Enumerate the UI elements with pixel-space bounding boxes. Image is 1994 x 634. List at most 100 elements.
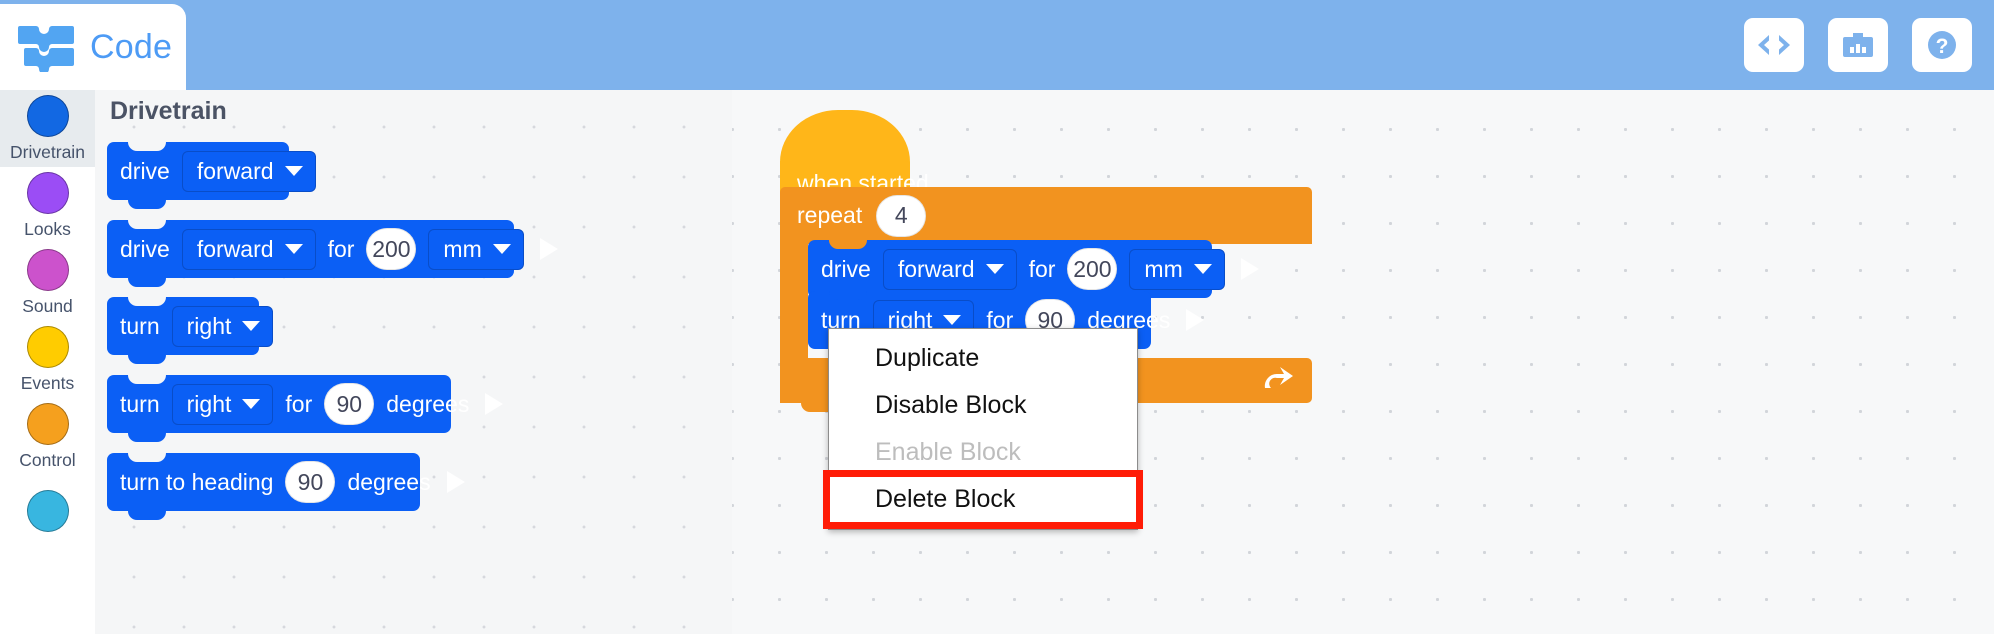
code-logo-tab[interactable]: Code [0,4,186,90]
block-word-degrees: degrees [386,390,470,417]
block-word-turn: turn [120,390,160,417]
question-mark-icon: ? [1925,28,1959,62]
sound-color-dot [26,248,69,291]
block-word-drive: drive [120,235,170,262]
palette-block-turn[interactable]: turn right [107,297,274,364]
chevron-down-icon [242,321,261,331]
block-word-for: for [285,390,313,417]
sidebar-item-drivetrain[interactable]: Drivetrain [0,90,95,167]
sidebar-item-label: Drivetrain [10,141,85,162]
block-notch-top [829,291,867,300]
direction-dropdown[interactable]: forward [882,248,1017,290]
dropdown-value: mm [1144,255,1183,282]
block-word-degrees: degrees [347,468,431,495]
block-palette[interactable]: Drivetrain drive forward drive forward f… [95,90,732,634]
context-menu-item-delete-block[interactable]: Delete Block [823,470,1143,529]
block-notch-bottom [128,355,166,364]
block-notch-bottom [128,200,166,209]
dropdown-value: forward [196,157,274,184]
palette-block-turn-to-heading[interactable]: turn to heading 90 degrees [107,453,465,520]
sidebar-item-sensing[interactable] [0,475,95,552]
chevron-down-icon [492,244,511,254]
direction-dropdown[interactable]: forward [181,228,316,270]
events-color-dot [26,325,69,368]
distance-input[interactable]: 200 [366,228,417,270]
direction-dropdown[interactable]: right [171,383,274,425]
repeat-arm [780,244,808,358]
help-button[interactable]: ? [1912,18,1972,72]
angle-input[interactable]: 90 [324,383,375,425]
context-menu-item-disable-block[interactable]: Disable Block [875,391,1027,419]
block-word-for: for [1028,255,1056,282]
block-notch-top [829,240,867,249]
play-icon[interactable] [539,238,558,260]
block-word-for: for [327,235,355,262]
looks-color-dot [26,171,69,214]
heading-input[interactable]: 90 [285,461,336,503]
block-notch-bottom [128,278,166,287]
play-icon[interactable] [485,393,504,415]
unit-dropdown[interactable]: mm [1129,248,1225,290]
block-notch-top [128,453,166,462]
block-notch-bottom [128,511,166,520]
sidebar-item-control[interactable]: Control [0,398,95,475]
sidebar-item-sound[interactable]: Sound [0,244,95,321]
palette-block-turn-for[interactable]: turn right for 90 degrees [107,375,504,442]
dropdown-value: right [186,390,232,417]
play-icon[interactable] [1186,309,1205,331]
sensing-color-dot [26,490,69,532]
block-word-drive: drive [120,157,170,184]
play-icon[interactable] [446,471,465,493]
context-menu-item-enable-block: Enable Block [875,438,1021,466]
sidebar-item-label: Looks [24,218,71,239]
header-toolbar: ? [1744,18,1972,72]
block-word-drive: drive [821,255,871,282]
drivetrain-color-dot [26,94,69,137]
palette-category-title: Drivetrain [110,97,227,125]
repeat-header[interactable]: repeat 4 [780,187,1312,244]
chevron-down-icon [943,315,962,325]
unit-dropdown[interactable]: mm [428,228,524,270]
direction-dropdown[interactable]: forward [181,150,316,192]
block-notch-bottom [801,403,839,412]
dropdown-value: mm [443,235,482,262]
app-header: Code [0,0,1994,90]
block-notch-top [128,297,166,306]
repeat-label: repeat [797,202,863,228]
direction-dropdown[interactable]: right [171,305,274,347]
block-notch-top [128,375,166,384]
sidebar-item-label: Control [19,449,76,470]
code-view-button[interactable] [1744,18,1804,72]
category-sidebar: Drivetrain Looks Sound Events Control [0,90,95,634]
block-notch-bottom [128,433,166,442]
palette-block-drive[interactable]: drive forward [107,142,316,209]
sidebar-item-looks[interactable]: Looks [0,167,95,244]
sidebar-item-label: Events [20,372,75,393]
sidebar-item-label: Sound [22,295,73,316]
code-workspace[interactable]: when started repeat 4 drive forward for … [732,90,1994,634]
palette-block-drive-for[interactable]: drive forward for 200 mm [107,220,558,287]
block-notch-top [128,220,166,229]
app-title: Code [90,27,173,66]
chevron-down-icon [284,244,303,254]
context-menu-item-duplicate[interactable]: Duplicate [875,344,980,372]
block-word-turn: turn [120,312,160,339]
sidebar-item-events[interactable]: Events [0,321,95,398]
dropdown-value: right [186,312,232,339]
loop-arrow-icon [1259,362,1295,399]
repeat-count-input[interactable]: 4 [876,194,927,237]
block-word-turn-to-heading: turn to heading [120,468,274,495]
dropdown-value: forward [196,235,274,262]
distance-input[interactable]: 200 [1067,248,1118,290]
chevron-down-icon [242,399,261,409]
play-icon[interactable] [1240,258,1259,280]
angle-brackets-icon [1756,32,1792,58]
control-color-dot [26,402,69,445]
monitor-button[interactable] [1828,18,1888,72]
block-notch-top [128,142,166,151]
svg-text:?: ? [1936,35,1949,58]
block-context-menu[interactable]: Duplicate Disable Block Enable Block Del… [823,328,1143,530]
workspace-block-drive-for[interactable]: drive forward for 200 mm [808,240,1259,298]
dropdown-value: forward [897,255,975,282]
vexcode-blocks-logo-icon [18,22,74,74]
